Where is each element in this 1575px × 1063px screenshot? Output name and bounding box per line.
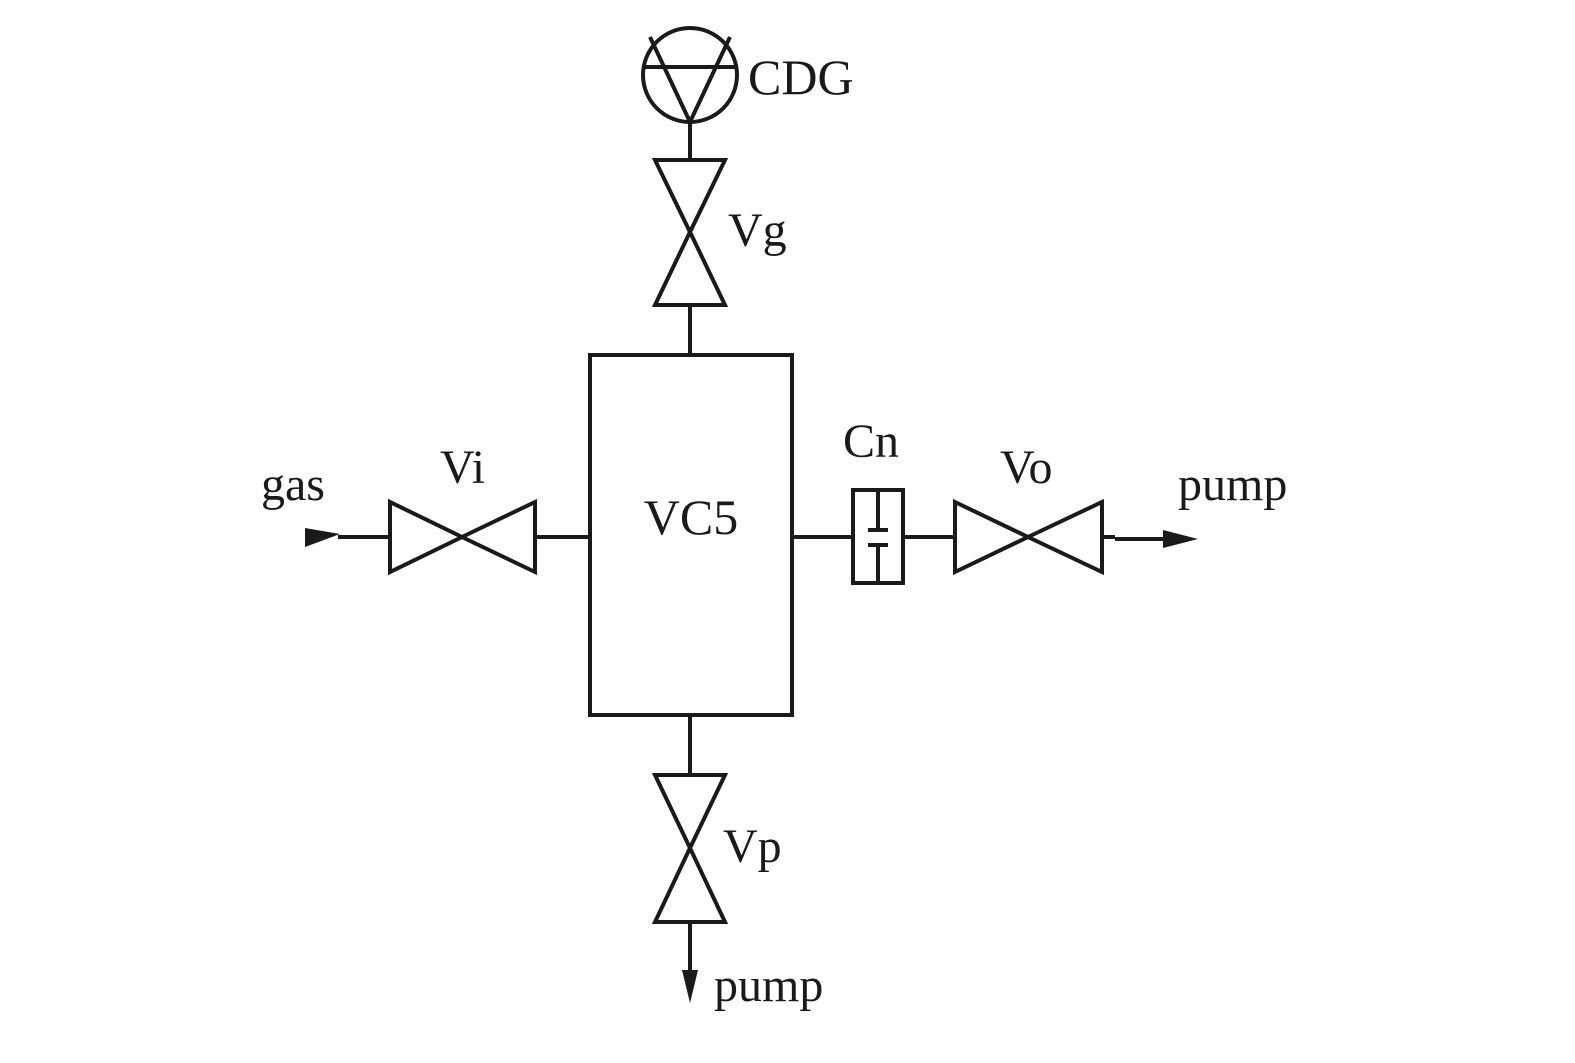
valve-vp-label: Vp [723,820,782,873]
pump-right-arrow [1163,530,1198,548]
valve-vp-symbol [651,773,729,924]
valve-vi-symbol [388,498,537,576]
valve-vo-label: Vo [1000,441,1052,494]
valve-vg-symbol [651,158,729,307]
valve-vo-symbol [953,498,1104,576]
valve-vi-label: Vi [440,441,485,494]
pump-bottom-label: pump [714,959,823,1012]
cdg-label: CDG [748,49,854,105]
gas-inlet-arrow [305,528,340,547]
chamber-label: VC5 [644,489,738,545]
gas-label: gas [261,458,325,511]
conductance-label: Cn [843,415,899,468]
cdg-gauge-symbol [641,26,739,124]
pump-right-label: pump [1178,458,1287,511]
conductance-cn-symbol [851,488,905,585]
pump-bottom-arrow [682,970,698,1003]
valve-vg-label: Vg [728,204,787,257]
